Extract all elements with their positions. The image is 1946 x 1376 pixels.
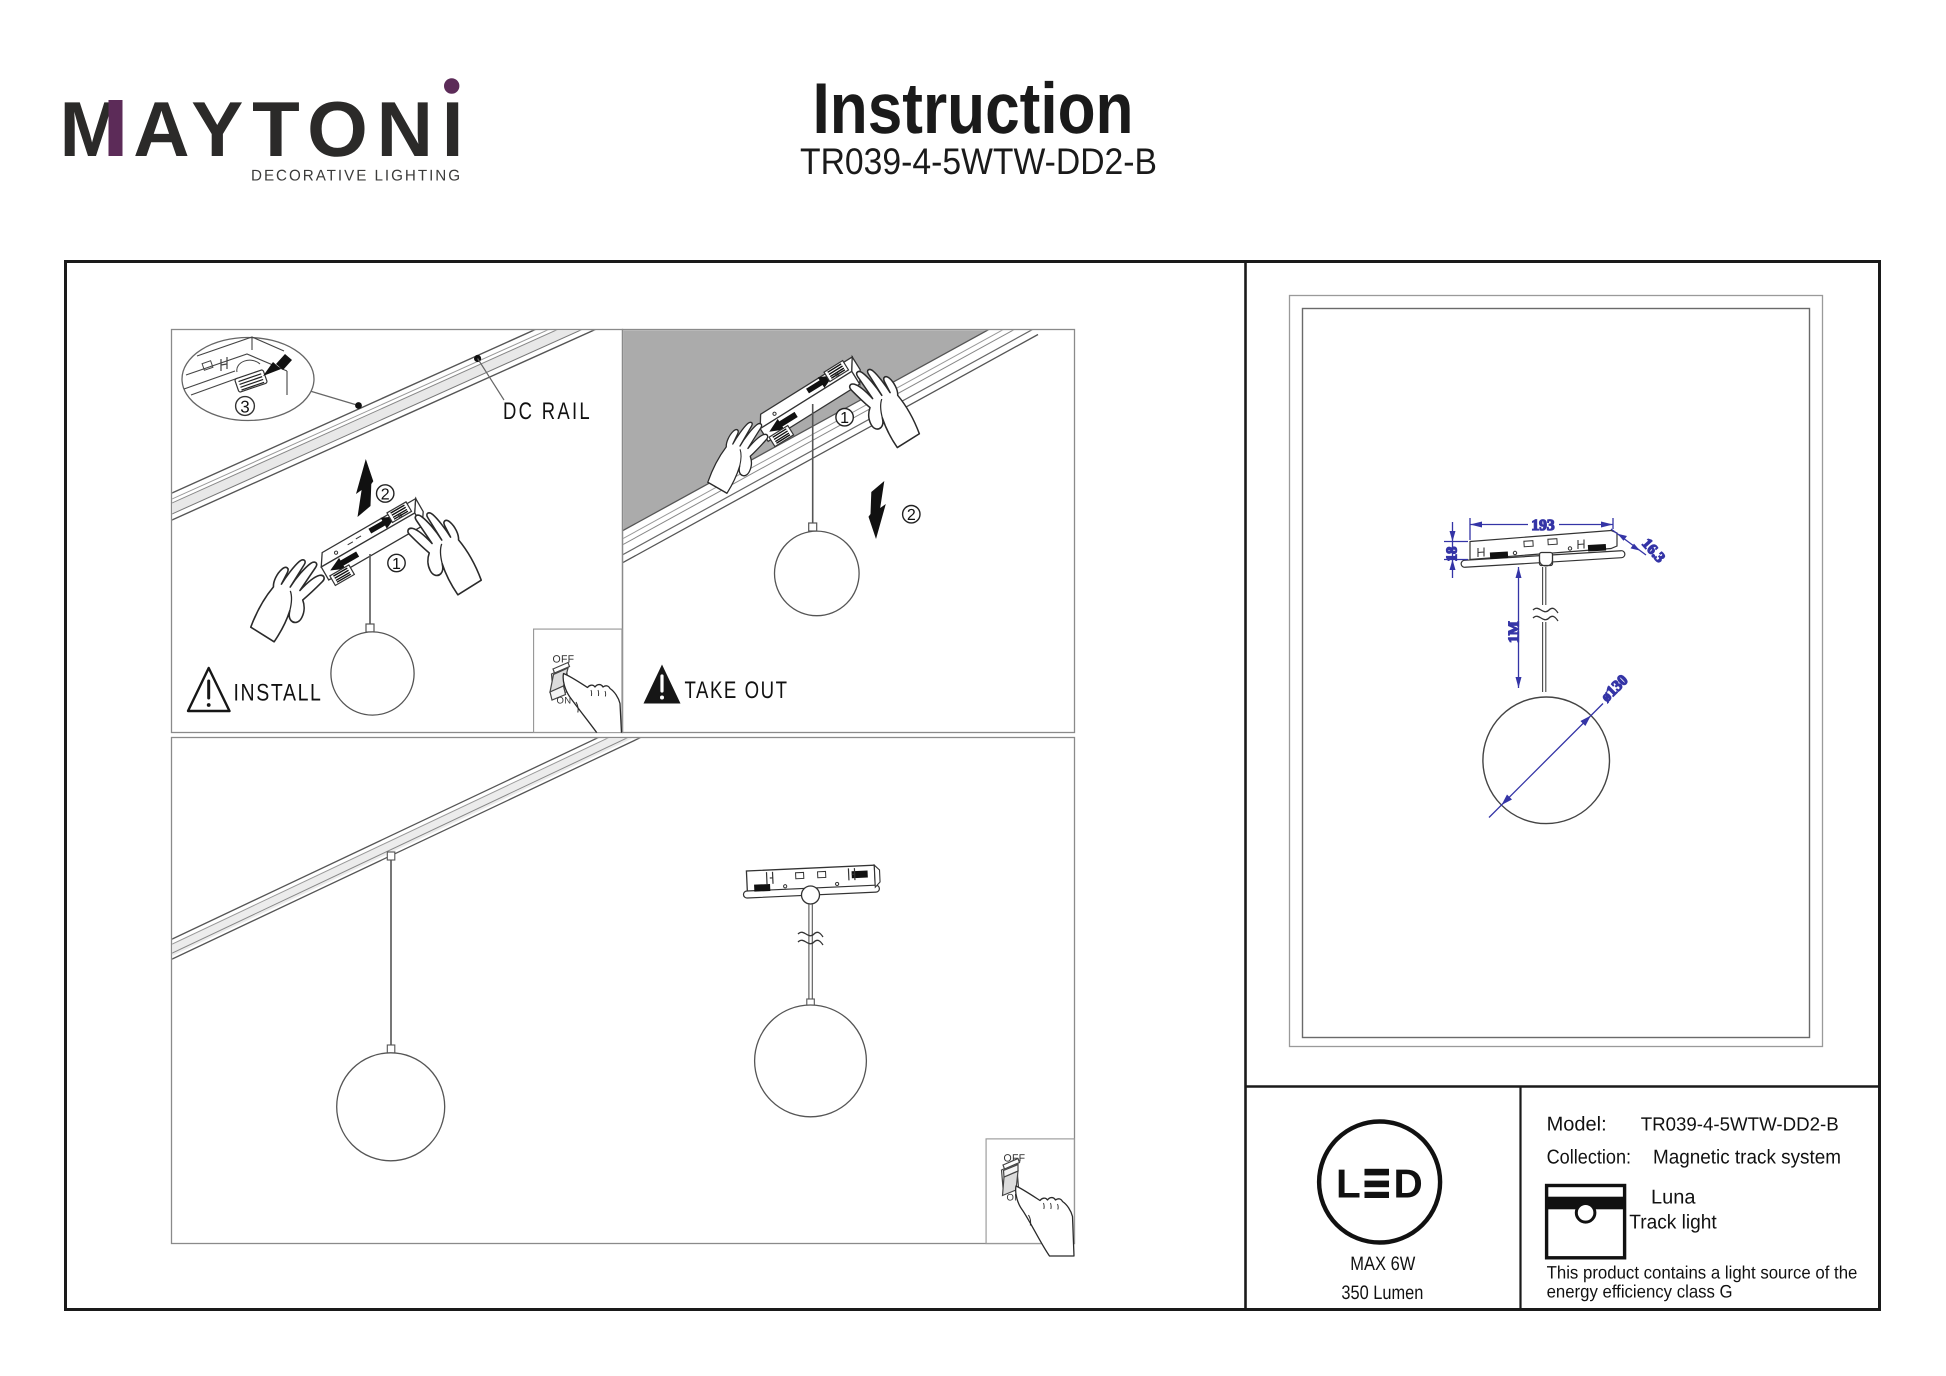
svg-text:193: 193 xyxy=(1531,517,1555,534)
svg-text:Collection:: Collection: xyxy=(1547,1147,1632,1169)
svg-text:OFF: OFF xyxy=(553,654,575,666)
svg-text:This product contains a light: This product contains a light source of … xyxy=(1547,1263,1858,1283)
svg-text:D: D xyxy=(1394,1161,1423,1207)
svg-text:1: 1 xyxy=(392,556,401,573)
svg-text:Instruction: Instruction xyxy=(813,69,1134,149)
svg-text:ON: ON xyxy=(1007,1193,1022,1204)
svg-text:MAYTONI: MAYTONI xyxy=(60,85,473,173)
svg-text:1M: 1M xyxy=(1507,621,1523,643)
svg-text:MAX 6W: MAX 6W xyxy=(1350,1253,1415,1275)
svg-text:2: 2 xyxy=(381,487,390,504)
svg-text:ON: ON xyxy=(557,696,572,707)
svg-text:Track light: Track light xyxy=(1629,1212,1717,1234)
svg-text:TR039-4-5WTW-DD2-B: TR039-4-5WTW-DD2-B xyxy=(800,141,1157,182)
svg-text:3: 3 xyxy=(240,398,249,417)
svg-text:18: 18 xyxy=(1445,547,1461,562)
svg-text:1: 1 xyxy=(840,410,849,427)
svg-text:DECORATIVE LIGHTING: DECORATIVE LIGHTING xyxy=(251,168,462,185)
svg-text:energy efficiency class G: energy efficiency class G xyxy=(1547,1282,1733,1302)
svg-text:Luna: Luna xyxy=(1651,1187,1696,1209)
svg-text:Magnetic track system: Magnetic track system xyxy=(1653,1147,1841,1169)
svg-text:INSTALL: INSTALL xyxy=(234,680,323,707)
svg-text:350 Lumen: 350 Lumen xyxy=(1341,1282,1423,1304)
svg-text:Model:: Model: xyxy=(1547,1114,1607,1136)
svg-text:L: L xyxy=(1336,1161,1361,1207)
svg-text:DC RAIL: DC RAIL xyxy=(503,398,592,425)
svg-text:TAKE OUT: TAKE OUT xyxy=(685,677,789,704)
svg-text:2: 2 xyxy=(907,507,916,524)
svg-text:TR039-4-5WTW-DD2-B: TR039-4-5WTW-DD2-B xyxy=(1641,1115,1839,1136)
